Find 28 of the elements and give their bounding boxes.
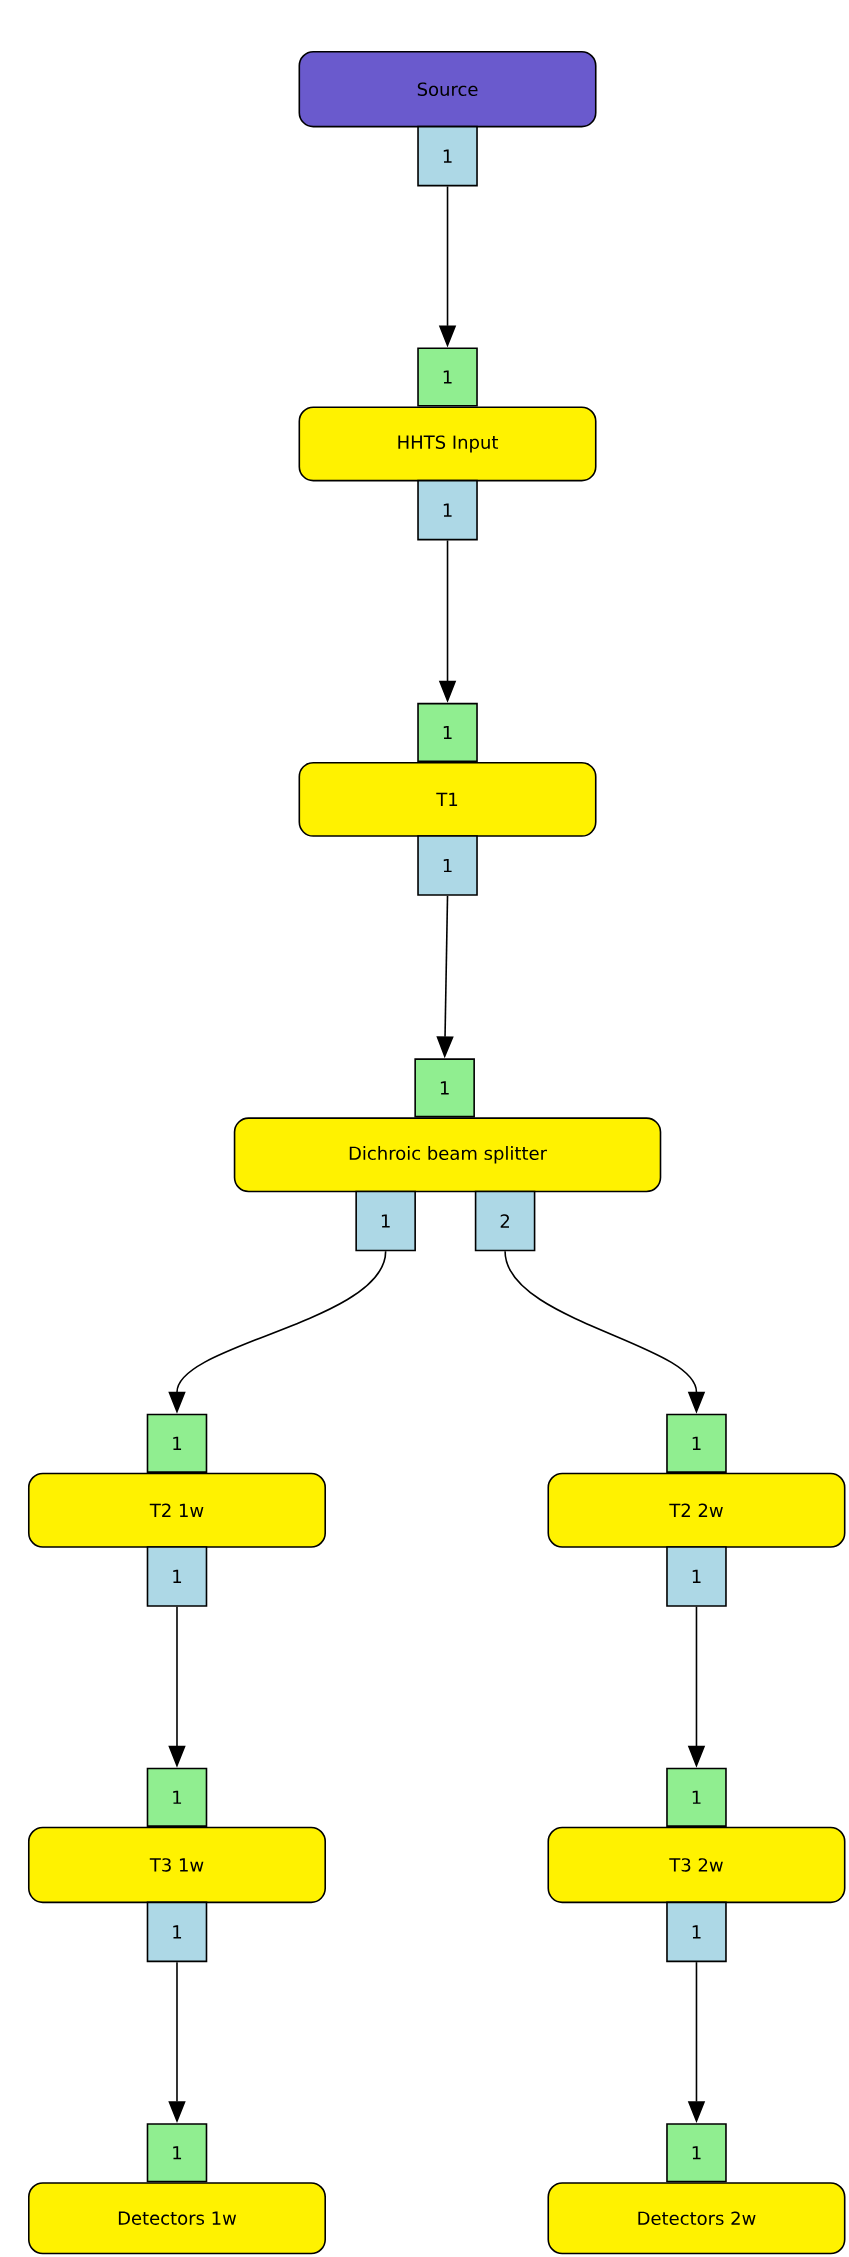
port-box: 1 <box>417 479 478 541</box>
process-box: HHTS Input <box>298 406 597 482</box>
port-box: 1 <box>666 2123 727 2183</box>
port-box: 1 <box>666 1546 727 1607</box>
port-box: 1 <box>417 125 478 187</box>
process-box: Dichroic beam splitter <box>233 1117 662 1193</box>
process-box: T1 <box>298 761 597 837</box>
process-box: T2 2w <box>547 1472 846 1548</box>
port-box: 1 <box>417 702 478 763</box>
process-box: Source <box>298 51 597 128</box>
port-box: 2 <box>474 1190 536 1252</box>
port-box: 1 <box>146 1767 208 1827</box>
port-box: 1 <box>146 1413 208 1473</box>
process-box: T3 2w <box>547 1826 846 1904</box>
port-box: 1 <box>666 1413 727 1473</box>
port-box: 1 <box>146 1546 208 1607</box>
port-box: 1 <box>417 347 478 407</box>
port-box: 1 <box>666 1767 727 1827</box>
process-box: T2 1w <box>28 1472 326 1548</box>
process-box: Detectors 1w <box>28 2182 326 2255</box>
process-box: Detectors 2w <box>547 2182 846 2255</box>
port-box: 1 <box>146 1901 208 1963</box>
port-box: 1 <box>666 1901 727 1963</box>
process-box: T3 1w <box>28 1826 326 1904</box>
port-box: 1 <box>146 2123 208 2183</box>
port-box: 1 <box>355 1190 416 1252</box>
port-box: 1 <box>417 835 478 896</box>
port-box: 1 <box>414 1058 475 1118</box>
